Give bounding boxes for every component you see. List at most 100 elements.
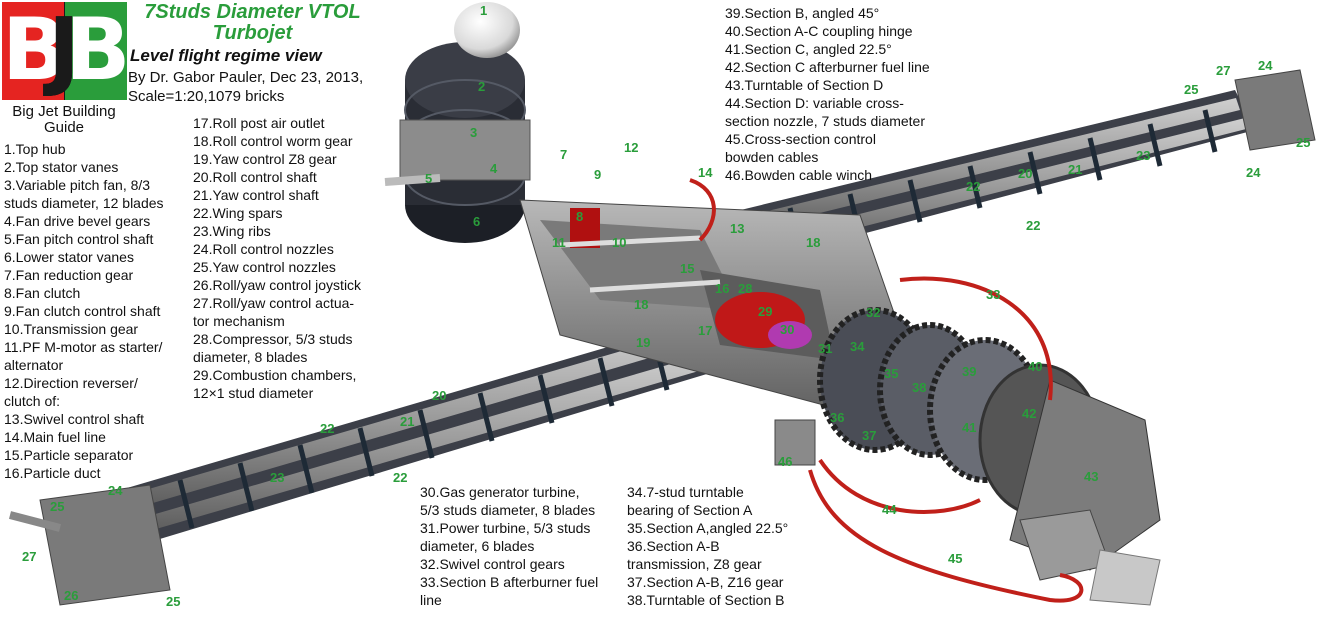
legend-line: 12.Direction reverser/ <box>4 375 138 391</box>
callout-number: 31 <box>818 341 833 356</box>
legend-line: 17.Roll post air outlet <box>193 115 325 131</box>
legend-line: 2.Top stator vanes <box>4 159 119 175</box>
callout-number: 23 <box>270 470 285 485</box>
callout-number: 35 <box>884 366 899 381</box>
callout-number: 33 <box>986 287 1001 302</box>
callout-number: 17 <box>698 323 713 338</box>
legend-line: 29.Combustion chambers, <box>193 367 357 383</box>
legend-line: studs diameter, 12 blades <box>4 195 164 211</box>
legend-line: 8.Fan clutch <box>4 285 81 301</box>
callout-number: 25 <box>166 594 181 609</box>
legend-line: bearing of Section A <box>627 502 753 518</box>
legend-column-3: 39.Section B, angled 45°40.Section A-C c… <box>725 4 930 184</box>
fuel-lines <box>689 178 1084 603</box>
legend-line: 10.Transmission gear <box>4 321 139 337</box>
legend-line: 22.Wing spars <box>193 205 283 221</box>
callout-number: 43 <box>1084 469 1099 484</box>
legend-line: 39.Section B, angled 45° <box>725 5 880 21</box>
callout-number: 22 <box>966 179 981 194</box>
callout-number: 9 <box>594 167 602 182</box>
legend-line: section nozzle, 7 studs diameter <box>725 113 925 129</box>
logo-letter-j: J <box>48 0 80 100</box>
central-fuselage <box>519 199 901 421</box>
bjb-logo: B J B <box>2 0 131 100</box>
callout-number: 29 <box>758 304 773 319</box>
legend-line: 18.Roll control worm gear <box>193 133 353 149</box>
legend-line: diameter, 8 blades <box>193 349 308 365</box>
legend-line: 5.Fan pitch control shaft <box>4 231 154 247</box>
legend-line: alternator <box>4 357 64 373</box>
callout-number: 42 <box>1022 406 1037 421</box>
legend-line: 15.Particle separator <box>4 447 134 463</box>
legend-line: 32.Swivel control gears <box>420 556 565 572</box>
legend-line: 26.Roll/yaw control joystick <box>193 277 362 293</box>
callout-number: 10 <box>612 235 627 250</box>
legend-line: 36.Section A-B <box>627 538 720 554</box>
fan-unit <box>384 2 531 243</box>
callout-number: 24 <box>108 483 123 498</box>
legend-line: 44.Section D: variable cross- <box>725 95 904 111</box>
callout-number: 18 <box>806 235 821 250</box>
legend-line: 30.Gas generator turbine, <box>420 484 580 500</box>
callout-number: 44 <box>882 502 897 517</box>
legend-line: 46.Bowden cable winch <box>725 167 873 183</box>
logo-red-panel <box>2 2 64 100</box>
legend-line: transmission, Z8 gear <box>627 556 762 572</box>
callout-number: 20 <box>1018 166 1033 181</box>
legend-line: 41.Section C, angled 22.5° <box>725 41 892 57</box>
legend-line: bowden cables <box>725 149 819 165</box>
callout-number: 32 <box>866 305 881 320</box>
callout-number: 39 <box>962 364 977 379</box>
legend-line: 6.Lower stator vanes <box>4 249 134 265</box>
view-subtitle: Level flight regime view <box>130 46 322 65</box>
legend-column-5: 34.7-stud turntable bearing of Section A 3… <box>627 483 788 609</box>
legend-line: 34.7-stud turntable <box>627 484 744 500</box>
page-title: 7Studs Diameter VTOL Turbojet <box>144 1 361 44</box>
callout-number: 46 <box>778 454 793 469</box>
logo-letter-b1: B <box>2 0 68 100</box>
callout-number: 30 <box>780 322 795 337</box>
callout-number: 37 <box>862 428 877 443</box>
legend-line: 3.Variable pitch fan, 8/3 <box>4 177 151 193</box>
legend-line: 42.Section C afterburner fuel line <box>725 59 930 75</box>
callout-number: 22 <box>320 421 335 436</box>
callout-number: 24 <box>1246 165 1261 180</box>
logo-letter-b2: B <box>65 0 131 100</box>
callout-number: 2 <box>478 79 486 94</box>
legend-line: 28.Compressor, 5/3 studs <box>193 331 353 347</box>
legend-line: 45.Cross-section control <box>725 131 876 147</box>
callout-number: 27 <box>22 549 37 564</box>
callout-number: 23 <box>1136 148 1151 163</box>
callout-number: 34 <box>850 339 865 354</box>
legend-line: 25.Yaw control nozzles <box>193 259 336 275</box>
callout-number: 22 <box>1026 218 1041 233</box>
legend-line: clutch of: <box>4 393 61 409</box>
callout-number: 45 <box>948 551 963 566</box>
legend-line: 14.Main fuel line <box>4 429 106 445</box>
callout-number: 20 <box>432 388 447 403</box>
legend-line: 38.Turntable of Section B <box>627 592 785 608</box>
callout-number: 6 <box>473 214 481 229</box>
callout-number: 15 <box>680 261 695 276</box>
callout-number: 18 <box>634 297 649 312</box>
callout-number: 41 <box>962 420 977 435</box>
callout-number: 1 <box>480 3 488 18</box>
callout-number: 25 <box>1296 135 1311 150</box>
callout-number: 22 <box>393 470 408 485</box>
callout-number: 26 <box>64 588 79 603</box>
callout-number: 19 <box>636 335 651 350</box>
left-wing <box>8 320 720 606</box>
legend-line: 5/3 studs diameter, 8 blades <box>420 502 596 518</box>
legend-line: 35.Section A,angled 22.5° <box>627 520 789 536</box>
legend-line: 19.Yaw control Z8 gear <box>193 151 337 167</box>
legend-line: 11.PF M-motor as starter/ <box>4 339 163 355</box>
legend-line: line <box>420 592 442 608</box>
legend-line: 33.Section B afterburner fuel <box>420 574 599 590</box>
legend-line: 27.Roll/yaw control actua- <box>193 295 355 311</box>
legend-line: 31.Power turbine, 5/3 studs <box>420 520 591 536</box>
legend-column-4: 30.Gas generator turbine, 5/3 studs diame… <box>420 483 598 609</box>
callout-number: 4 <box>490 161 498 176</box>
author-line: By Dr. Gabor Pauler, Dec 23, 2013, Scale… <box>128 69 364 105</box>
callout-number: 27 <box>1216 63 1231 78</box>
